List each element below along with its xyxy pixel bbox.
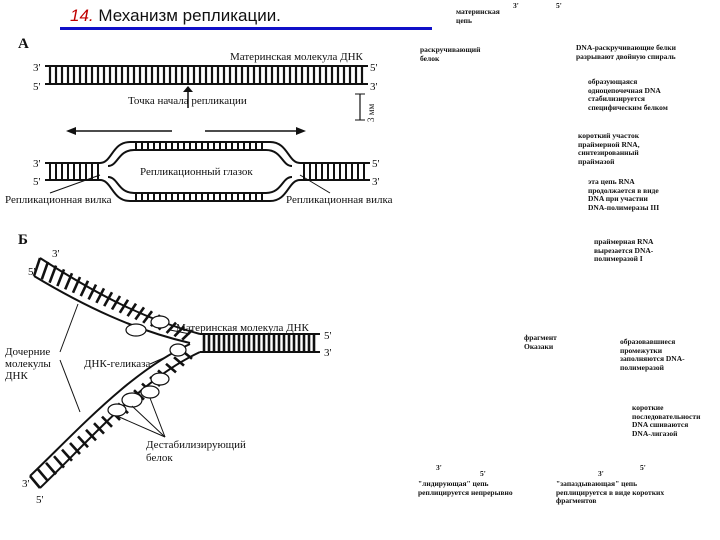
- fork-right-pointer: [299, 174, 331, 194]
- base-pair: [87, 284, 98, 301]
- panel-c-top-3: 3': [513, 1, 519, 10]
- panel-b-daughter-label: Дочерние молекулы ДНК: [5, 346, 51, 382]
- base-pair: [40, 261, 50, 280]
- panel-a-diagram: [29, 65, 370, 489]
- base-pair: [37, 468, 49, 483]
- panel-b-fork: [29, 257, 320, 489]
- base-pair: [32, 257, 42, 277]
- panel-c-helicase-note: DNA-раскручивающие белки разрывают двойн…: [576, 43, 676, 61]
- panel-b-pointers: [59, 303, 191, 438]
- panel-a-fork-right-label: Репликационная вилка: [286, 194, 393, 206]
- base-pair: [69, 442, 81, 455]
- panel-c-leading-label: "лидирующая" цепь реплицируется непрерыв…: [418, 479, 513, 497]
- slide-number: 14.: [70, 6, 94, 25]
- panel-c-parent-strand: материнская цепь: [456, 7, 500, 25]
- base-pair: [95, 287, 106, 304]
- panel-a-parent-label: Материнская молекула ДНК: [230, 51, 363, 63]
- base-pair: [79, 280, 90, 297]
- panel-c-bl-3: 3': [436, 463, 442, 472]
- base-pair: [101, 415, 113, 428]
- base-pair: [45, 461, 57, 476]
- replication-bubble: [45, 141, 370, 202]
- panel-b-end-5-right: 5': [324, 330, 332, 342]
- panel-a-scale-label: 3 мм: [366, 103, 376, 122]
- slide-title-text: Механизм репликации.: [98, 6, 281, 25]
- panel-b-end-3-top: 3': [52, 248, 60, 260]
- base-pair: [53, 455, 65, 469]
- panel-a-end-3-right: 3': [370, 81, 378, 93]
- panel-b-end-3-bottom: 3': [22, 478, 30, 490]
- panel-b-end-3-right: 3': [324, 347, 332, 359]
- panel-c-lagging-label: "запаздывающая" цепь реплицируется в вид…: [556, 479, 665, 505]
- base-pair: [29, 475, 41, 489]
- panel-c-ssb-note: образующаяся одноцепочечная DNA стабилиз…: [588, 77, 668, 112]
- panel-a-bubble-label: Репликационный глазок: [140, 166, 253, 178]
- base-pair: [134, 306, 146, 321]
- base-pair: [48, 265, 58, 284]
- panel-b-parent-label: Материнская молекула ДНК: [176, 322, 309, 334]
- panel-c-primer-note: короткий участок праймерной RNA, синтези…: [578, 131, 640, 166]
- base-pair: [173, 356, 185, 367]
- base-pair: [126, 302, 138, 317]
- panel-a-end-3-mid-right: 3': [372, 176, 380, 188]
- base-pair: [142, 310, 154, 324]
- panel-b-end-5-top: 5': [28, 266, 36, 278]
- base-pair: [64, 272, 74, 290]
- panel-b-letter: Б: [18, 232, 28, 248]
- base-pair: [93, 422, 105, 435]
- panel-c-gaps-note: образовавшиеся промежутки заполняются DN…: [620, 337, 685, 372]
- base-pair: [85, 428, 97, 442]
- panel-c-unwinding-label: раскручивающий белок: [420, 45, 481, 63]
- panel-c-polymerase-note: эта цепь RNA продолжается в виде DNA при…: [588, 177, 660, 212]
- panel-a-origin-label: Точка начала репликации: [128, 95, 247, 107]
- panel-c-ligase-note: короткие последовательности DNA сшиваютс…: [632, 403, 701, 438]
- parent-dna-duplex: [45, 65, 368, 85]
- panel-c-br-3: 3': [598, 469, 604, 478]
- base-pair: [165, 321, 177, 334]
- base-pair: [77, 435, 89, 449]
- panel-a-end-5-mid: 5': [33, 176, 41, 188]
- panel-b-proteins: [107, 315, 187, 417]
- base-pair: [165, 362, 177, 374]
- panel-a-end-5-top: 5': [33, 81, 41, 93]
- base-pair: [110, 295, 122, 311]
- title-underline: [60, 27, 432, 30]
- panel-c-top-5: 5': [556, 1, 562, 10]
- panel-a-fork-left-label: Репликационная вилка: [5, 194, 112, 206]
- fork-left-pointer: [49, 174, 101, 194]
- panel-c-bl-5: 5': [480, 469, 486, 478]
- base-pair: [71, 276, 82, 294]
- base-pair: [181, 329, 193, 341]
- panel-a-end-3-mid: 3': [33, 158, 41, 170]
- panel-a-end-5-right: 5': [370, 62, 378, 74]
- panel-c-primer-removed: праймерная RNA вырезается DNA-полимеразо…: [594, 237, 654, 263]
- slide-title: 14. Механизм репликации.: [70, 6, 281, 26]
- panel-b-ssb-label: Дестабилизирующий белок: [146, 439, 246, 464]
- base-pair: [56, 268, 66, 287]
- panel-a-end-3-top: 3': [33, 62, 41, 74]
- panel-a-letter: А: [18, 36, 29, 52]
- panel-b-helicase-label: ДНК-геликаза: [84, 358, 151, 370]
- base-pair: [118, 299, 130, 314]
- panel-c-br-5: 5': [640, 463, 646, 472]
- panel-c-okazaki-label: фрагмент Оказаки: [524, 333, 557, 351]
- base-pair: [61, 448, 73, 462]
- panel-b-end-5-bottom: 5': [36, 494, 44, 506]
- panel-a-end-5-mid-right: 5': [372, 158, 380, 170]
- base-pair: [103, 291, 114, 307]
